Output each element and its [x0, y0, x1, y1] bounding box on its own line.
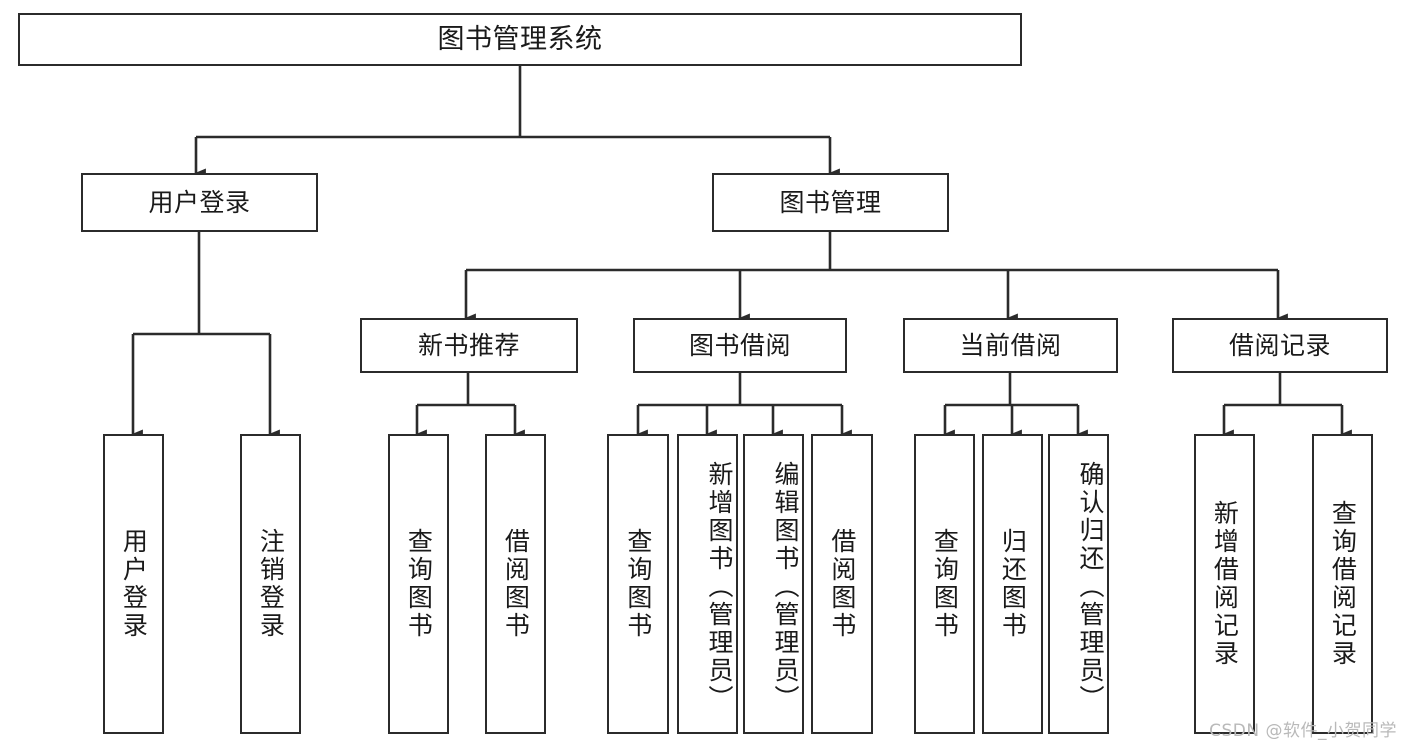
node-current-borrow[interactable]: 当前借阅	[903, 318, 1118, 373]
node-leaf-borrow-book-recommendation[interactable]: 借阅图书	[485, 434, 546, 734]
node-book-borrow[interactable]: 图书借阅	[633, 318, 847, 373]
node-leaf-query-book-borrow[interactable]: 查询图书	[607, 434, 669, 734]
node-leaf-query-book-current[interactable]: 查询图书	[914, 434, 975, 734]
node-leaf-query-book-recommendation[interactable]: 查询图书	[388, 434, 449, 734]
node-leaf-add-borrow-record[interactable]: 新增借阅记录	[1194, 434, 1255, 734]
node-leaf-edit-book-admin[interactable]: 编辑图书（管理员）	[743, 434, 804, 734]
node-leaf-confirm-return-admin[interactable]: 确认归还（管理员）	[1048, 434, 1109, 734]
node-root-book-management-system[interactable]: 图书管理系统	[18, 13, 1022, 66]
node-leaf-user-logout[interactable]: 注销登录	[240, 434, 301, 734]
node-user-login[interactable]: 用户登录	[81, 173, 318, 232]
node-new-book-recommendation[interactable]: 新书推荐	[360, 318, 578, 373]
node-book-manage[interactable]: 图书管理	[712, 173, 949, 232]
node-borrow-record[interactable]: 借阅记录	[1172, 318, 1388, 373]
node-leaf-return-book[interactable]: 归还图书	[982, 434, 1043, 734]
node-leaf-borrow-book-borrow[interactable]: 借阅图书	[811, 434, 873, 734]
csdn-watermark: CSDN @软件_小贺同学	[1209, 721, 1397, 741]
node-leaf-add-book-admin[interactable]: 新增图书（管理员）	[677, 434, 738, 734]
node-leaf-user-login[interactable]: 用户登录	[103, 434, 164, 734]
node-leaf-query-borrow-record[interactable]: 查询借阅记录	[1312, 434, 1373, 734]
